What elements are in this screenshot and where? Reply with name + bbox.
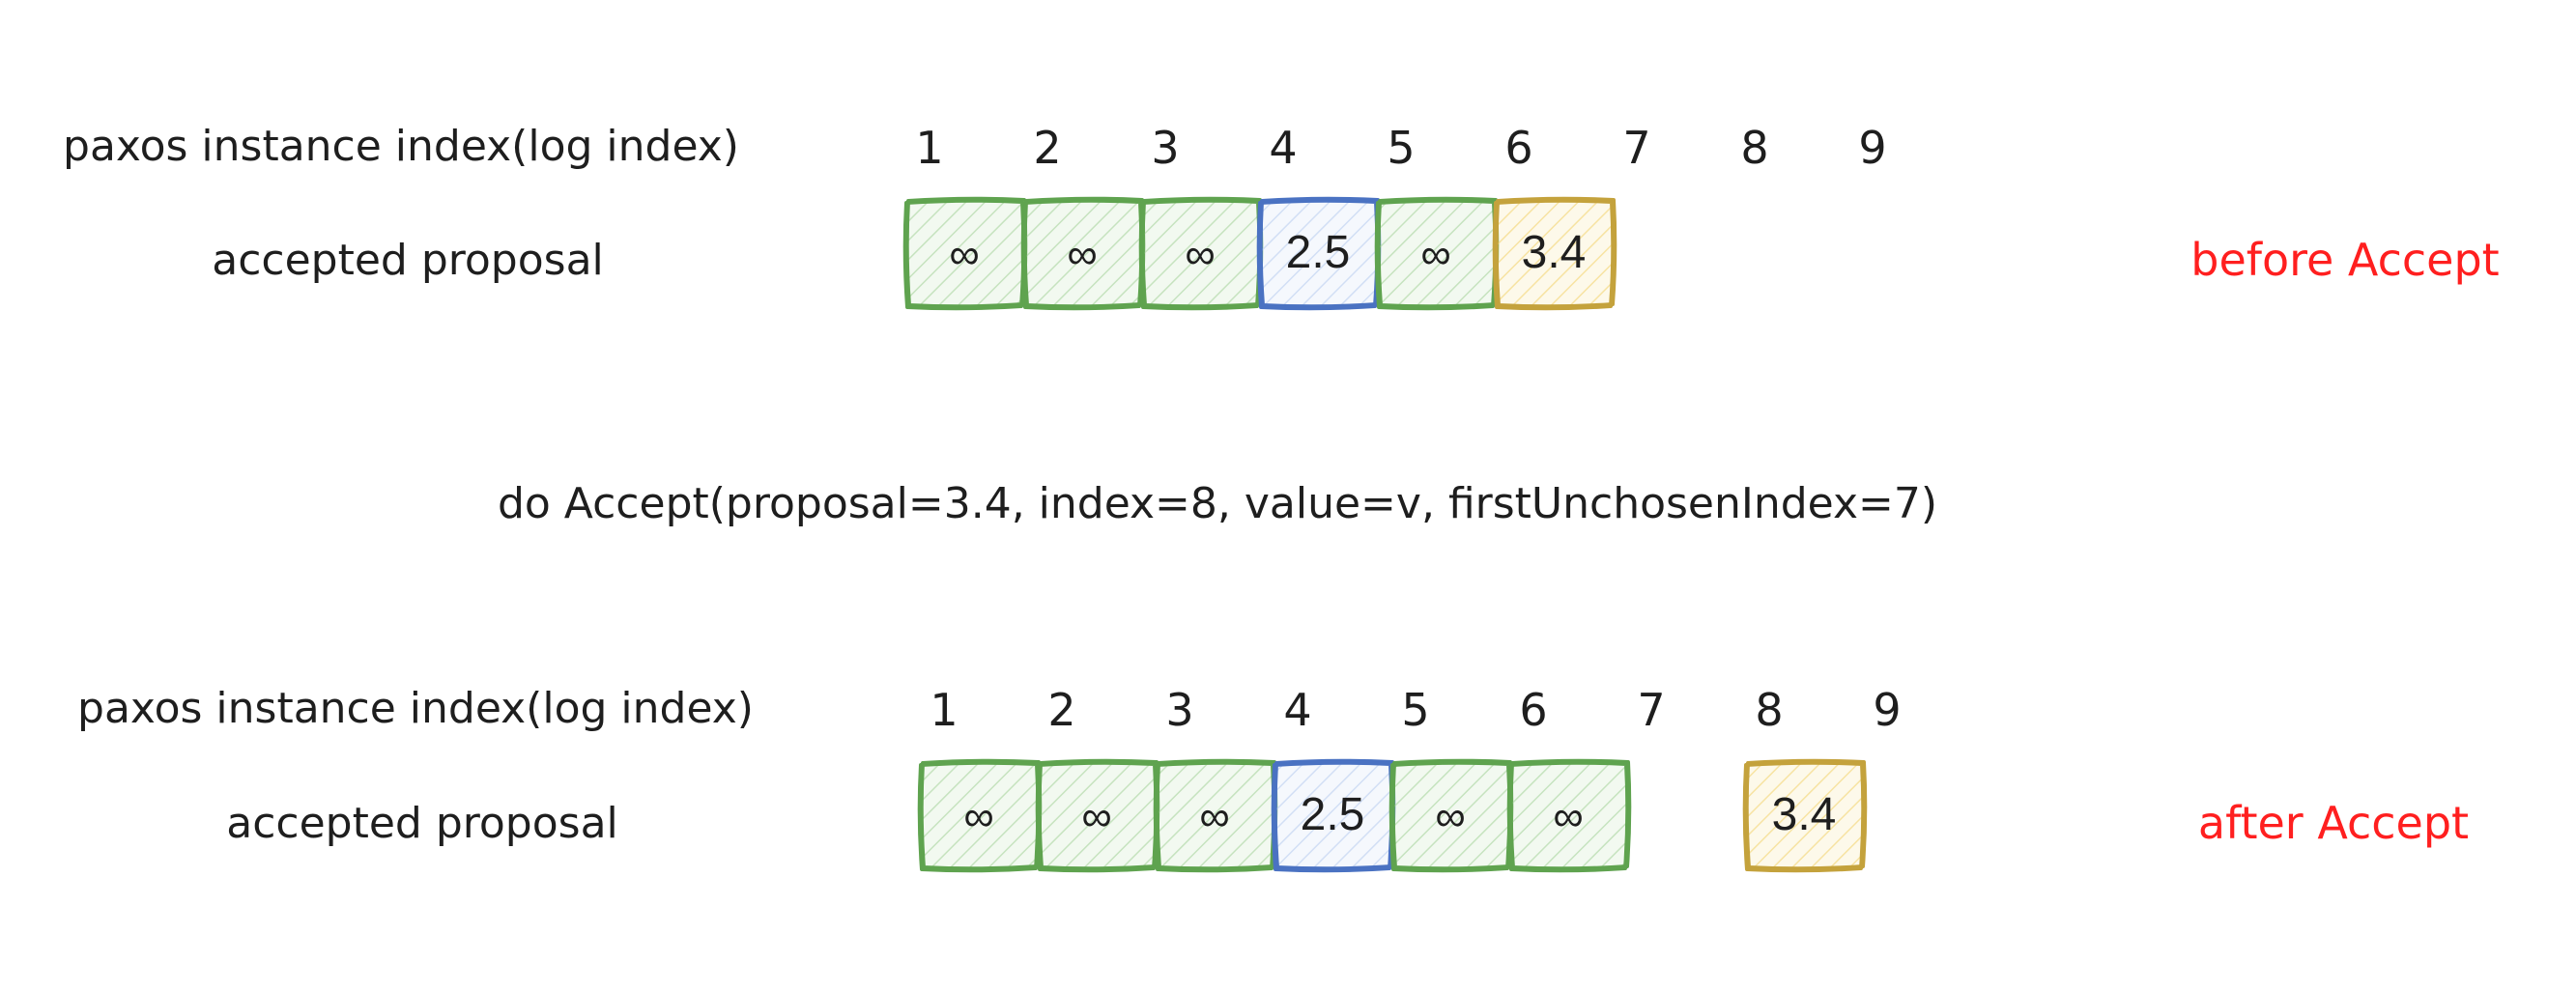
operation-description: do Accept(proposal=3.4, index=8, value=v… bbox=[497, 479, 1938, 528]
before-log-index-4: 4 bbox=[1269, 122, 1298, 174]
before-log-index-3: 3 bbox=[1151, 122, 1180, 174]
before-log-cell-3-value: ∞ bbox=[1185, 231, 1216, 278]
before-log-cell-4 bbox=[1256, 196, 1382, 311]
after-log-index-5: 5 bbox=[1401, 684, 1430, 736]
after-state-label: after Accept bbox=[2197, 797, 2470, 849]
after-log-cell-6 bbox=[1506, 758, 1632, 873]
before-log-cell-1-value: ∞ bbox=[949, 231, 980, 278]
after-log-cell-4 bbox=[1271, 758, 1396, 873]
before-log-index-5: 5 bbox=[1387, 122, 1416, 174]
before-log-index-1: 1 bbox=[915, 122, 944, 174]
after-log-index-8: 8 bbox=[1755, 684, 1784, 736]
before-log-cell-3 bbox=[1138, 196, 1264, 311]
before-log-cell-5-value: ∞ bbox=[1420, 231, 1451, 278]
before-log-cell-6-value: 3.4 bbox=[1521, 227, 1587, 278]
after-log-cell-2-value: ∞ bbox=[1081, 793, 1112, 840]
after-index-row-label: paxos instance index(log index) bbox=[77, 684, 754, 733]
after-log-index-4: 4 bbox=[1283, 684, 1312, 736]
after-log-cell-8 bbox=[1742, 758, 1868, 873]
before-log-cell-5 bbox=[1374, 196, 1500, 311]
after-proposal-row-label: accepted proposal bbox=[226, 799, 618, 848]
after-log-index-6: 6 bbox=[1519, 684, 1548, 736]
before-log-index-8: 8 bbox=[1740, 122, 1769, 174]
after-log-cell-4-value: 2.5 bbox=[1300, 789, 1365, 840]
before-log-cell-4-value: 2.5 bbox=[1285, 227, 1351, 278]
after-log-index-3: 3 bbox=[1165, 684, 1194, 736]
before-log-index-7: 7 bbox=[1622, 122, 1651, 174]
before-index-row-label: paxos instance index(log index) bbox=[63, 122, 739, 171]
before-log-index-2: 2 bbox=[1033, 122, 1062, 174]
before-log-cell-6 bbox=[1492, 196, 1617, 311]
after-log-index-9: 9 bbox=[1873, 684, 1902, 736]
after-log-cell-5-value: ∞ bbox=[1435, 793, 1466, 840]
before-log-cell-1 bbox=[902, 196, 1028, 311]
before-proposal-row-label: accepted proposal bbox=[212, 236, 604, 285]
after-log-cell-1-value: ∞ bbox=[963, 793, 994, 840]
after-log-index-2: 2 bbox=[1047, 684, 1076, 736]
after-log-cell-6-value: ∞ bbox=[1553, 793, 1584, 840]
before-log-cell-2-value: ∞ bbox=[1067, 231, 1098, 278]
before-state-label: before Accept bbox=[2190, 234, 2500, 286]
before-log-index-6: 6 bbox=[1504, 122, 1533, 174]
before-log-index-9: 9 bbox=[1858, 122, 1887, 174]
after-log-index-1: 1 bbox=[930, 684, 959, 736]
after-log-cell-3-value: ∞ bbox=[1199, 793, 1230, 840]
after-log-cell-5 bbox=[1388, 758, 1514, 873]
after-log-cell-8-value: 3.4 bbox=[1771, 789, 1837, 840]
after-log-index-7: 7 bbox=[1637, 684, 1666, 736]
